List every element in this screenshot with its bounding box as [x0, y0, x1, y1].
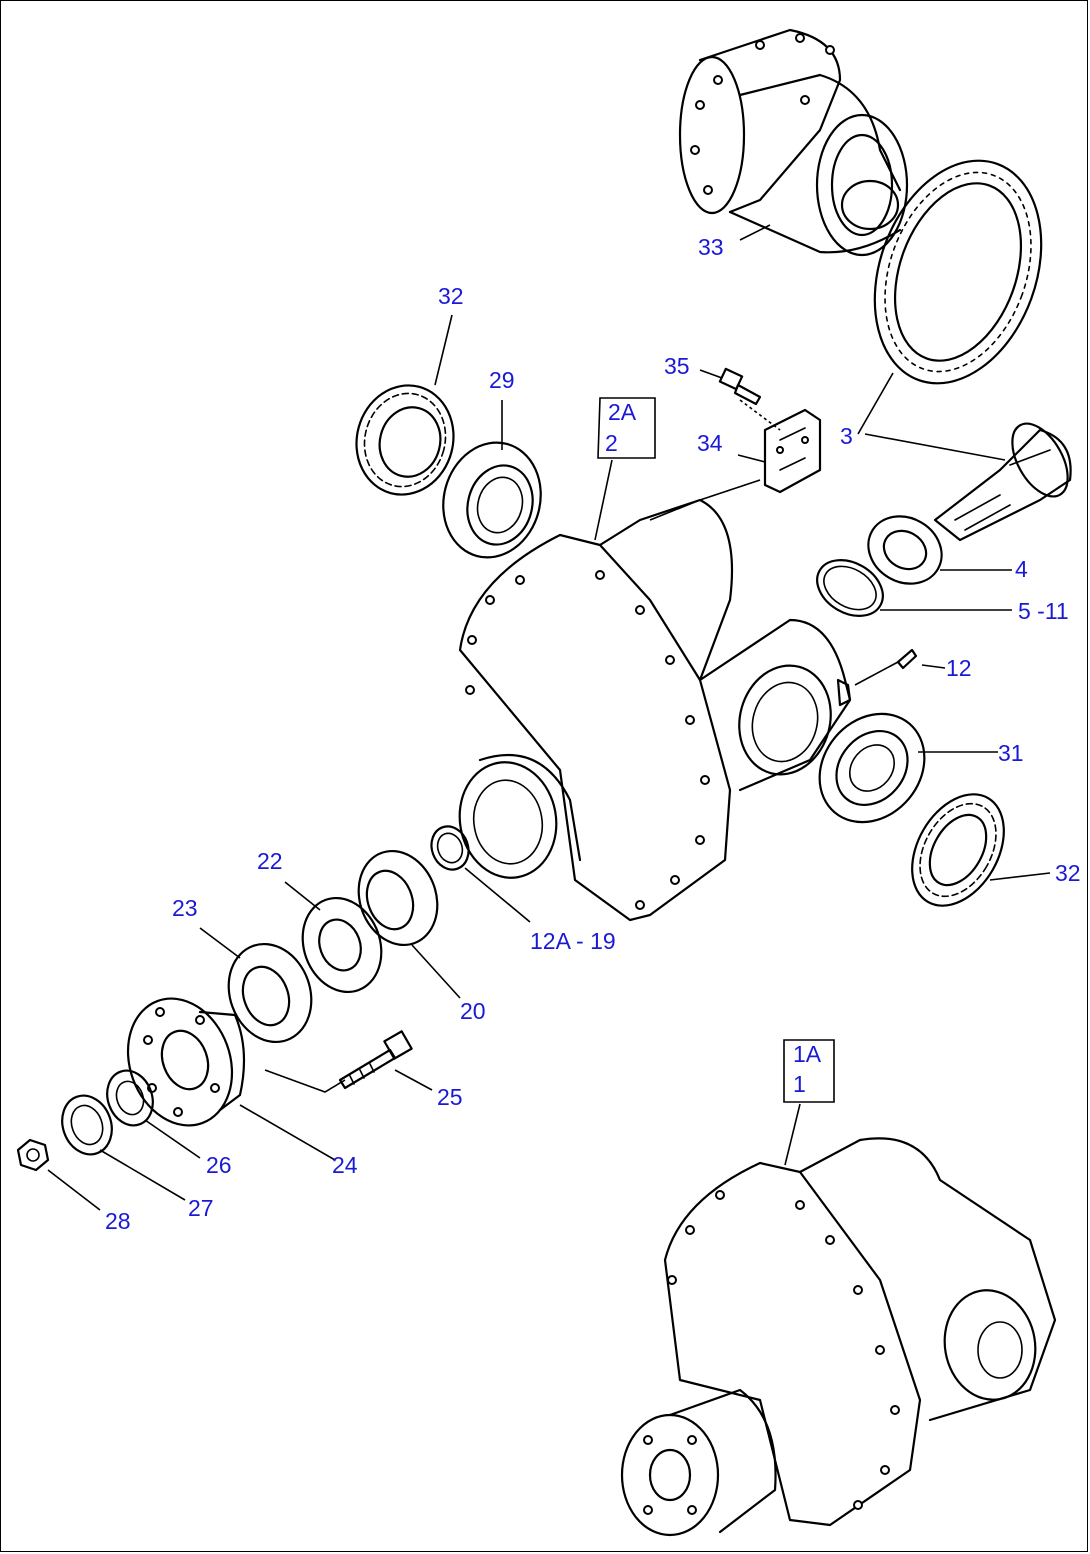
- part-3-crown-wheel: [873, 159, 1043, 385]
- callout-33: 33: [698, 234, 724, 260]
- callout-29: 29: [489, 367, 515, 393]
- part-23-dust-seal: [227, 942, 313, 1044]
- callout-1: 1: [793, 1071, 806, 1097]
- callout-35: 35: [664, 353, 690, 379]
- callout-31: 31: [998, 740, 1024, 766]
- part-4-pinion-bearing: [867, 515, 943, 585]
- callout-2a: 2A: [608, 399, 637, 425]
- leader-lines: [47, 224, 1051, 1211]
- callout-2: 2: [605, 430, 618, 456]
- part-35-bolt: [718, 367, 762, 406]
- callout-32-upper: 32: [438, 283, 464, 309]
- callout-25: 25: [437, 1084, 463, 1110]
- callout-27: 27: [188, 1195, 214, 1221]
- part-3-pinion: [933, 422, 1072, 542]
- part-20-bearing: [357, 849, 439, 947]
- callout-26: 26: [206, 1152, 232, 1178]
- callout-3: 3: [840, 423, 853, 449]
- part-5-shim-ring: [816, 559, 884, 617]
- part-32-lower-bearing-nut: [911, 793, 1005, 907]
- callout-4: 4: [1015, 556, 1028, 582]
- part-31-bearing: [818, 712, 926, 824]
- part-22-seal: [301, 896, 383, 994]
- callout-5-11: 5 -11: [1018, 598, 1069, 624]
- callout-12: 12: [946, 655, 972, 681]
- part-2-axle-housing: [458, 498, 852, 922]
- callout-34: 34: [697, 430, 723, 456]
- part-25-bolt: [338, 1030, 413, 1090]
- part-33-differential-case: [678, 28, 909, 257]
- callout-12a-19: 12A - 19: [530, 928, 616, 954]
- callout-22: 22: [257, 848, 283, 874]
- part-26-washer: [106, 1069, 154, 1127]
- part-27-oring: [61, 1094, 113, 1156]
- part-28-nut: [16, 1138, 50, 1172]
- part-29-bearing: [442, 441, 542, 559]
- part-12a-shim: [430, 825, 470, 871]
- part-1-carrier-assembly: [620, 1137, 1057, 1537]
- callout-23: 23: [172, 895, 198, 921]
- callout-20: 20: [460, 998, 486, 1024]
- part-32-upper-bearing-nut: [355, 384, 455, 496]
- callout-24: 24: [332, 1152, 358, 1178]
- callout-32-lower: 32: [1055, 860, 1081, 886]
- part-24-flange: [126, 997, 246, 1127]
- callout-28: 28: [105, 1208, 131, 1234]
- callout-1a: 1A: [793, 1041, 822, 1067]
- part-12-pin: [896, 648, 918, 670]
- part-34-bracket: [763, 408, 822, 494]
